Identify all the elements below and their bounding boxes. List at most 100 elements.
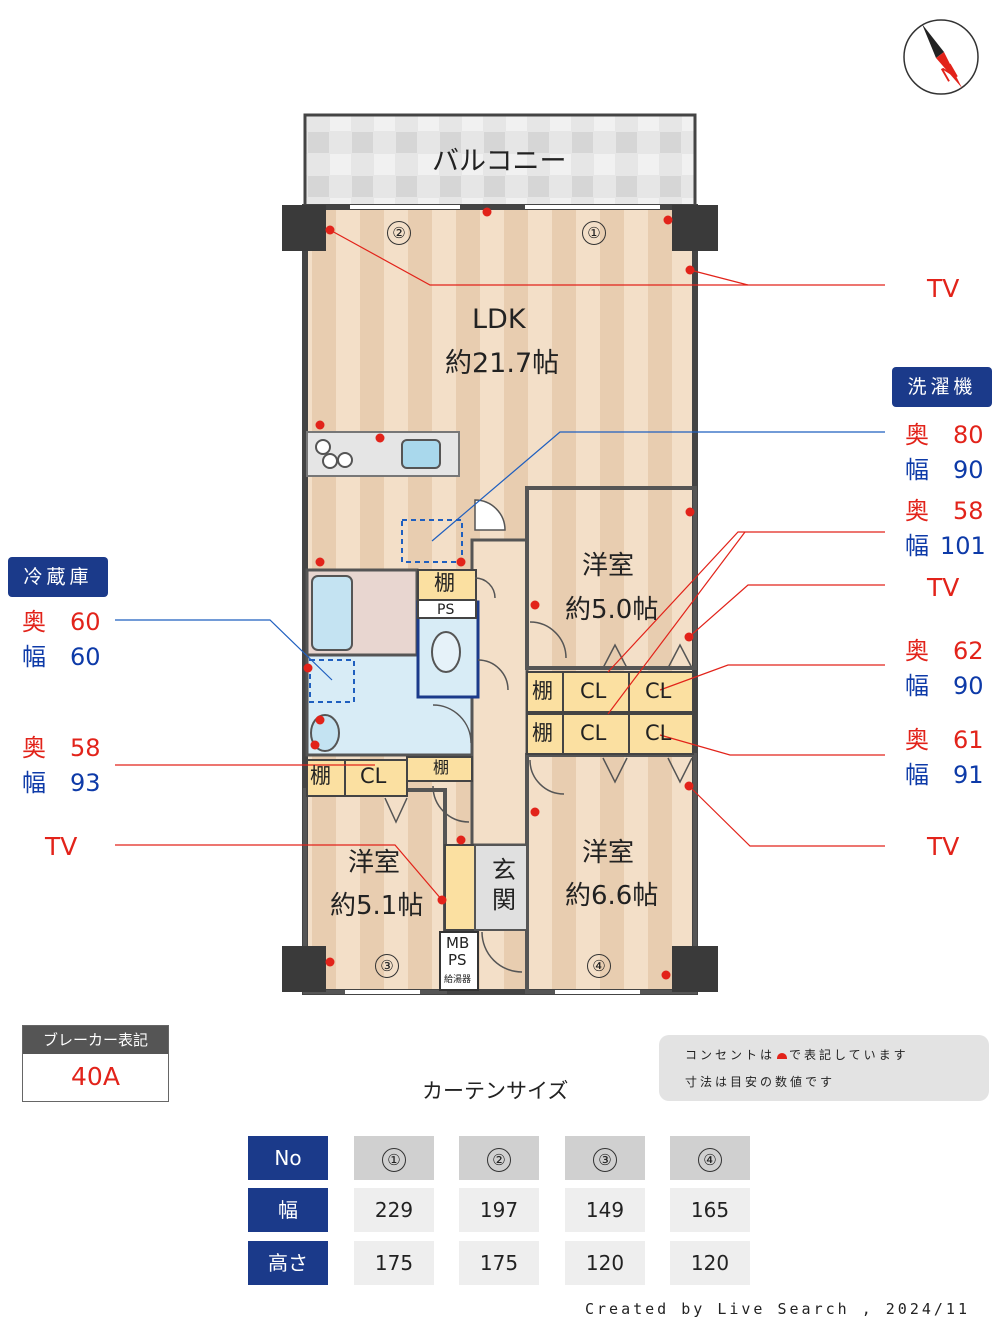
curtain-col-3: ③ [565, 1136, 645, 1180]
closet-1b-depth-label: 奥 [905, 637, 929, 665]
closet-2-width-value: 93 [70, 769, 101, 797]
closet-2-depth-label: 奥 [22, 734, 46, 762]
curtain-title: カーテンサイズ [422, 1079, 569, 1103]
balcony-area [303, 113, 697, 209]
pillar [672, 946, 718, 992]
pillar [282, 205, 326, 251]
note-box: コンセントはで表記しています 寸法は目安の数値です [659, 1035, 989, 1101]
window-number-1: ① [582, 221, 606, 245]
tv-callout-bedroom-3: TV [927, 832, 960, 861]
shelf [526, 671, 564, 713]
curtain-row-height-label: 高さ [248, 1241, 328, 1285]
closet-door [602, 757, 693, 784]
mbps-box [439, 931, 479, 991]
note-line-1b: で表記しています [789, 1048, 909, 1062]
window-number-2: ② [387, 221, 411, 245]
ps-box [417, 599, 477, 619]
closet-3-depth-value: 61 [953, 726, 984, 754]
ldk-name: LDK [472, 304, 526, 335]
fridge-space [401, 519, 463, 563]
curtain-height-4: 120 [670, 1241, 750, 1285]
shelf [406, 756, 473, 782]
door-swing [529, 759, 565, 795]
boiler-label: 給湯器 [444, 975, 472, 985]
closet-1a-depth-label: 奥 [905, 497, 929, 525]
balcony-label: バルコニー [432, 146, 567, 177]
bedroom-2-size: 約5.1帖 [330, 891, 424, 921]
pillar [672, 205, 718, 251]
closet-label: CL [360, 764, 387, 788]
door-swing [474, 499, 506, 531]
entrance-label-2: 関 [492, 886, 516, 914]
curtain-width-3: 149 [565, 1188, 645, 1232]
curtain-height-2: 175 [459, 1241, 539, 1285]
closet-1b-width-value: 90 [953, 672, 984, 700]
closet-label: CL [580, 721, 607, 745]
bedroom-1-name: 洋室 [582, 551, 635, 581]
genkan [474, 844, 528, 931]
note-line-1a: コンセントは [685, 1048, 776, 1062]
window-number-4: ④ [587, 954, 611, 978]
outlet-marker-icon [777, 1053, 788, 1059]
door-swing [481, 931, 523, 973]
fridge-depth-label: 奥 [22, 608, 46, 636]
closet-door [384, 797, 408, 824]
closet-2-width-label: 幅 [22, 769, 46, 797]
tv-callout-ldk: TV [927, 274, 960, 303]
closet-3-width-label: 幅 [905, 761, 929, 789]
closet-label: CL [645, 679, 672, 703]
closet [628, 671, 694, 713]
breaker-title: ブレーカー表記 [23, 1026, 168, 1054]
curtain-height-3: 120 [565, 1241, 645, 1285]
curtain-header-no: No [248, 1136, 328, 1180]
closet [562, 713, 630, 755]
stove-burner [337, 452, 353, 468]
outlet-markers [303, 207, 695, 980]
mbps-label-2: PS [448, 951, 467, 969]
pillar [282, 946, 326, 992]
bedroom-3-name: 洋室 [582, 838, 635, 868]
closet-2-depth-value: 58 [70, 734, 101, 762]
closet-1a-depth-value: 58 [953, 497, 984, 525]
tv-callout-bedroom-2: TV [45, 832, 78, 861]
curtain-width-2: 197 [459, 1188, 539, 1232]
shelf-label: 棚 [433, 758, 450, 777]
closet [628, 713, 694, 755]
washer-width-value: 90 [953, 456, 984, 484]
door-swing [529, 621, 567, 659]
door-swing [474, 577, 496, 599]
door-swing [432, 785, 470, 823]
washer-depth-value: 80 [953, 421, 984, 449]
leader-lines [115, 229, 885, 901]
kitchen-sink [401, 439, 441, 469]
door-swing [432, 704, 472, 744]
fridge-tag: 冷蔵庫 [8, 557, 108, 597]
curtain-row-width-label: 幅 [248, 1188, 328, 1232]
compass-needle-north [922, 24, 944, 58]
closet-1b-depth-value: 62 [953, 637, 984, 665]
closet-door [602, 643, 693, 669]
ps-label: PS [437, 602, 455, 618]
shelf-label: 棚 [532, 679, 553, 703]
closet-3-depth-label: 奥 [905, 726, 929, 754]
stove-burner [315, 439, 331, 455]
bedroom-3-size: 約6.6帖 [565, 881, 659, 911]
compass-needle-south [936, 52, 962, 88]
closet-1b-width-label: 幅 [905, 672, 929, 700]
credit-text: Created by Live Search , 2024/11 [585, 1300, 970, 1318]
fridge-depth-value: 60 [70, 608, 101, 636]
washer-depth-label: 奥 [905, 421, 929, 449]
bedroom-2-name: 洋室 [348, 848, 401, 878]
shelf-label: 棚 [434, 571, 455, 595]
window-number-3: ③ [375, 954, 399, 978]
closet-label: CL [645, 721, 672, 745]
breaker-value: 40A [71, 1062, 120, 1091]
closet-3-width-value: 91 [953, 761, 984, 789]
mbps-label-1: MB [446, 934, 470, 952]
curtain-width-1: 229 [354, 1188, 434, 1232]
curtain-col-4: ④ [670, 1136, 750, 1180]
shelf-label: 棚 [532, 721, 553, 745]
breaker-box: ブレーカー表記 40A [22, 1025, 169, 1102]
curtain-width-4: 165 [670, 1188, 750, 1232]
